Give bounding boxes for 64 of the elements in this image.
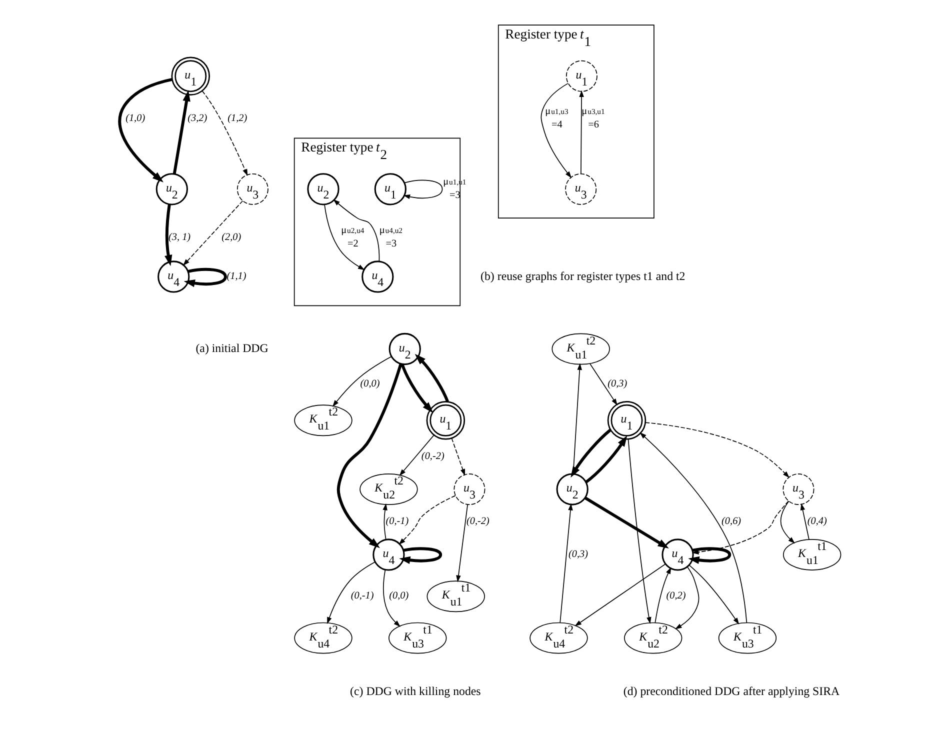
arrow [780,500,794,544]
arrow [584,496,668,549]
arrow [118,78,172,182]
edge-label: (0,-1) [385,516,408,528]
edge-label: (0,4) [806,516,826,528]
arrow [654,567,671,624]
edge-label: (0,3) [607,378,627,390]
arrow [574,564,666,626]
arrow [182,200,243,266]
arrow [324,204,364,270]
label: (c) DDG with killing nodes [350,684,480,698]
arrow [402,180,442,200]
arrow [172,90,190,174]
arrow [578,90,584,174]
arrow [332,199,380,262]
edge-label: μu1,u3 =4 [544,106,568,131]
arrow [570,428,611,478]
edge-label: (0,0) [388,590,408,602]
edge-label: (3,2) [187,112,207,124]
arrow [639,432,747,623]
arrow [201,90,248,176]
arrow [414,354,448,402]
arrow [644,422,789,478]
edge-label: (1,0) [125,112,145,124]
label: (a) initial DDG [195,341,268,356]
edge-label: μu2,u4 =2 [340,225,364,250]
label: (d) preconditioned DDG after applying SIRA [622,684,840,698]
edge-label: (1,1) [226,270,246,282]
arrow [326,562,375,624]
arrow [382,569,400,627]
arrow [450,438,465,476]
arrow [398,434,434,476]
arrow [540,83,572,178]
edge-label: μu3,u1 =6 [581,106,604,131]
arrow [559,503,572,624]
arrow [398,547,442,564]
arrow [688,547,731,564]
arrow [164,204,172,266]
arrow [800,503,809,540]
edge-label: (0,2) [666,590,686,602]
arrow [332,356,392,407]
arrow [691,500,788,554]
arrow [183,268,226,288]
arrow [400,364,433,413]
label: (b) reuse graphs for register types t1 and t2 [480,268,685,283]
arrow [336,364,402,548]
edge-label: (0,3) [568,548,588,560]
edge-label: (1,2) [227,112,247,124]
arrow [674,566,699,630]
edge-label: (0,-2) [420,450,444,462]
arrow [456,504,468,582]
edge-label: (3, 1) [168,232,190,243]
edge-label: μu4,u2 =3 [378,225,402,250]
edge-label: (0,-1) [350,590,374,602]
arrow [398,495,456,545]
edge-label: (0,6) [721,516,741,528]
arrow [688,564,739,625]
edge-label: (2,0) [221,232,241,243]
edge-label: (0,0) [360,378,380,390]
arrow [382,503,387,540]
arrow [589,363,617,406]
arrow [627,438,651,624]
edge-label: (0,-2) [466,516,489,528]
arrow [584,435,627,484]
